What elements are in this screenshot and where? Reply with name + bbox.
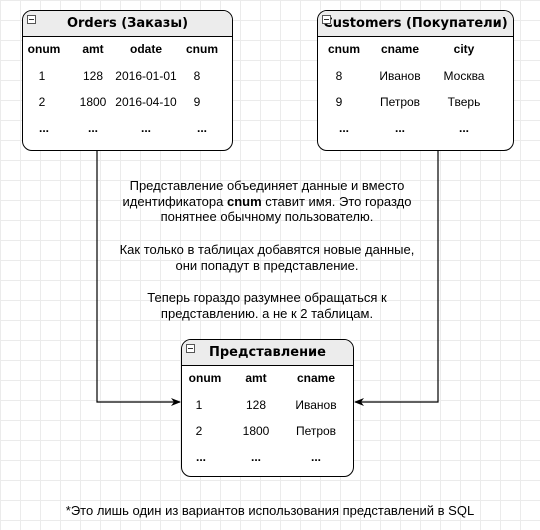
table-cell: 1: [195, 398, 203, 412]
table-cell: ...: [338, 121, 349, 135]
customers-table-header: Customers (Покупатели): [318, 11, 513, 37]
table-cell: Иванов: [379, 69, 421, 83]
table-cell: 128: [82, 69, 104, 83]
table-cell: ...: [87, 121, 98, 135]
table-cell: Петров: [295, 424, 337, 438]
explanation-text: ставит имя. Это гораздо понятнее обычном…: [160, 193, 412, 225]
table-cell: 2: [195, 424, 203, 438]
orders-table[interactable]: Orders (Заказы) onum amt odate cnum 1 12…: [22, 10, 233, 151]
view-table[interactable]: Представление onum amt cname 1 128 Ивано…: [181, 339, 354, 477]
table-cell: Тверь: [447, 95, 481, 109]
customers-table[interactable]: Customers (Покупатели) cnum cname city 8…: [317, 10, 514, 151]
orders-table-grid: onum amt odate cnum 1 128 2016-01-01 8 2…: [23, 37, 232, 150]
table-cell: 8: [335, 69, 343, 83]
column-header: cname: [296, 371, 336, 385]
orders-to-view-arrow: [96, 150, 181, 406]
column-header: amt: [245, 371, 267, 385]
column-header: city: [453, 42, 475, 56]
view-table-header: Представление: [182, 340, 353, 366]
column-header: onum: [27, 42, 61, 56]
table-cell: ...: [458, 121, 469, 135]
table-cell: ...: [38, 121, 49, 135]
table-cell: 1: [38, 69, 46, 83]
view-table-title: Представление: [209, 345, 326, 360]
table-cell: 9: [335, 95, 343, 109]
table-cell: 2016-01-01: [115, 69, 177, 83]
table-cell: ...: [195, 450, 206, 464]
explanation-paragraph-3: Теперь гораздо разумнее обращаться к пре…: [147, 290, 387, 321]
orders-table-header: Orders (Заказы): [23, 11, 232, 37]
table-cell: ...: [394, 121, 405, 135]
table-cell: Петров: [379, 95, 421, 109]
table-cell: Иванов: [295, 398, 337, 412]
explanation-text: Представление объединяет данные и вместо…: [122, 178, 405, 209]
collapse-icon[interactable]: [27, 15, 36, 24]
explanation-paragraph-1: Представление объединяет данные и вместо…: [108, 178, 426, 225]
table-cell: 8: [193, 69, 201, 83]
table-cell: 9: [193, 95, 201, 109]
customers-table-title: Customers (Покупатели): [323, 16, 508, 31]
collapse-icon[interactable]: [186, 344, 195, 353]
column-header: cname: [380, 42, 420, 56]
table-cell: ...: [196, 121, 207, 135]
table-cell: 128: [245, 398, 267, 412]
column-header: cnum: [327, 42, 360, 56]
table-cell: ...: [250, 450, 261, 464]
column-header: amt: [82, 42, 104, 56]
table-cell: 1800: [79, 95, 107, 109]
table-cell: 2: [38, 95, 46, 109]
explanation-paragraph-2: Как только в таблицах добавятся новые да…: [119, 242, 415, 273]
collapse-icon[interactable]: [322, 15, 331, 24]
column-header: odate: [129, 42, 162, 56]
table-cell: 2016-04-10: [115, 95, 177, 109]
table-cell: 1800: [242, 424, 270, 438]
customers-to-view-arrow: [354, 150, 439, 406]
customers-table-grid: cnum cname city 8 Иванов Москва 9 Петров…: [318, 37, 513, 150]
table-cell: ...: [310, 450, 321, 464]
table-cell: Москва: [443, 69, 485, 83]
column-header: onum: [188, 371, 222, 385]
column-header: cnum: [185, 42, 218, 56]
orders-table-title: Orders (Заказы): [66, 16, 189, 31]
view-table-grid: onum amt cname 1 128 Иванов 2 1800 Петро…: [182, 366, 353, 476]
footnote: *Это лишь один из вариантов использовани…: [65, 503, 475, 518]
cnum-highlight: cnum: [226, 193, 262, 209]
table-cell: ...: [140, 121, 151, 135]
